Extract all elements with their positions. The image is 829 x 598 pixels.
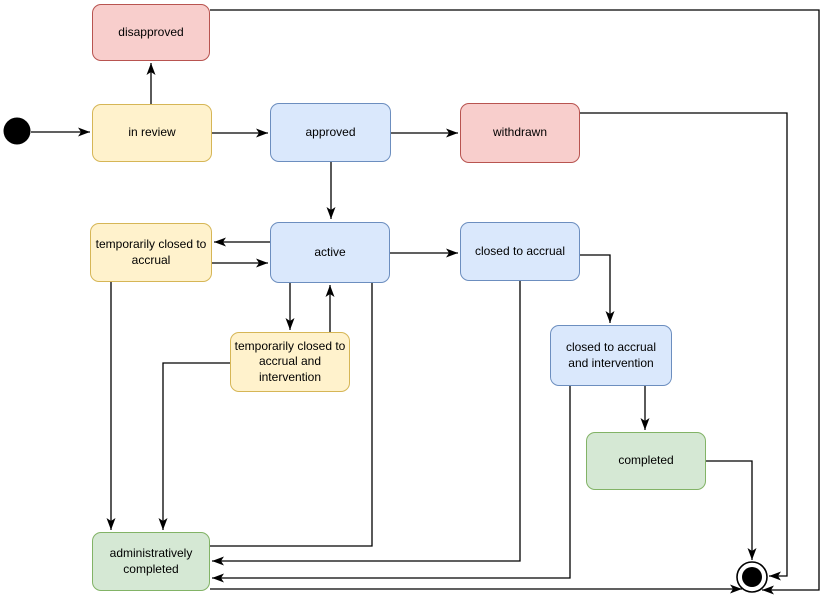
state-approved: approved bbox=[270, 103, 391, 162]
edge-withdrawn-to-final bbox=[580, 112, 788, 581]
state-active: active bbox=[270, 222, 390, 283]
state-temporarily-closed-to-accrual-and-intervention: temporarily closed to accrual and interv… bbox=[230, 332, 350, 392]
state-closed-to-accrual-and-intervention: closed to accrual and intervention bbox=[550, 325, 672, 386]
edge-closed-to-accrual-to-closed-to-accrual-and-intervention bbox=[580, 254, 615, 323]
edge-disapproved-to-final bbox=[210, 9, 820, 595]
state-closed-to-accrual: closed to accrual bbox=[460, 222, 580, 281]
edge-closed-to-accrual-and-intervention-to-administratively-completed bbox=[212, 386, 571, 583]
edge-active-to-administratively-completed bbox=[210, 283, 373, 547]
state-in-review: in review bbox=[92, 104, 212, 162]
edge-closed-to-accrual-to-administratively-completed bbox=[212, 281, 521, 566]
edge-temporarily-closed-to-accrual-and-intervention-to-administratively-completed bbox=[158, 362, 230, 530]
edge-completed-to-final bbox=[706, 460, 757, 560]
state-temporarily-closed-to-accrual: temporarily closed to accrual bbox=[90, 223, 212, 282]
state-administratively-completed: administratively completed bbox=[92, 532, 210, 591]
state-disapproved: disapproved bbox=[92, 4, 210, 61]
state-completed: completed bbox=[586, 432, 706, 490]
initial-state-marker bbox=[3, 117, 31, 145]
final-state-marker bbox=[736, 561, 768, 593]
state-withdrawn: withdrawn bbox=[460, 103, 580, 163]
